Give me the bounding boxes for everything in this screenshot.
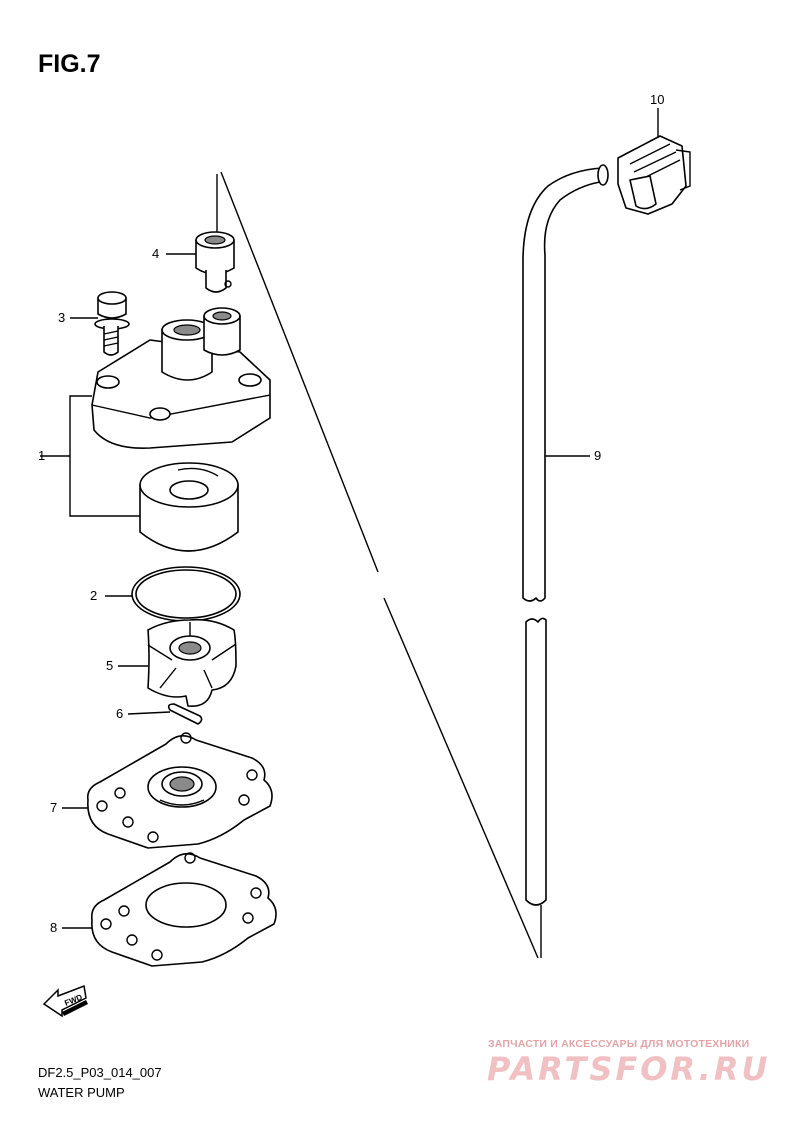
leader-lines <box>40 108 659 929</box>
part-4-nipple <box>195 231 235 293</box>
callout-10: 10 <box>650 92 665 107</box>
callout-6: 6 <box>116 706 124 721</box>
part-8-gasket <box>90 852 277 967</box>
part-6-pin <box>167 703 203 725</box>
callout-5: 5 <box>106 658 114 673</box>
part-10-grommet <box>617 135 691 215</box>
callout-3: 3 <box>58 310 66 325</box>
callout-7: 7 <box>50 800 58 815</box>
part-2-o-ring <box>131 566 241 622</box>
part-3-bolt <box>94 291 130 356</box>
part-7-plate <box>86 732 273 849</box>
diagram-code: DF2.5_P03_014_007 <box>38 1065 162 1080</box>
diagram-name: WATER PUMP <box>38 1085 125 1100</box>
callout-8: 8 <box>50 920 58 935</box>
watermark-logo: PARTSFOR.RU <box>487 1050 771 1088</box>
callout-9: 9 <box>594 448 602 463</box>
part-1-liner <box>139 462 239 552</box>
watermark-tagline: ЗАПЧАСТИ И АКСЕССУАРЫ ДЛЯ МОТОТЕХНИКИ <box>488 1038 750 1050</box>
guide-line-diagonal-lower <box>383 597 539 959</box>
callout-2: 2 <box>90 588 98 603</box>
part-5-impeller <box>147 618 237 707</box>
callout-4: 4 <box>152 246 160 261</box>
part-9-hose <box>522 164 609 906</box>
fwd-arrow-icon: FWD <box>42 984 88 1018</box>
leader-6 <box>127 711 171 715</box>
fig-title: FIG.7 <box>38 50 101 78</box>
part-1-pump-case <box>91 307 271 449</box>
guide-line-diagonal <box>220 171 379 573</box>
callout-1: 1 <box>38 448 46 463</box>
